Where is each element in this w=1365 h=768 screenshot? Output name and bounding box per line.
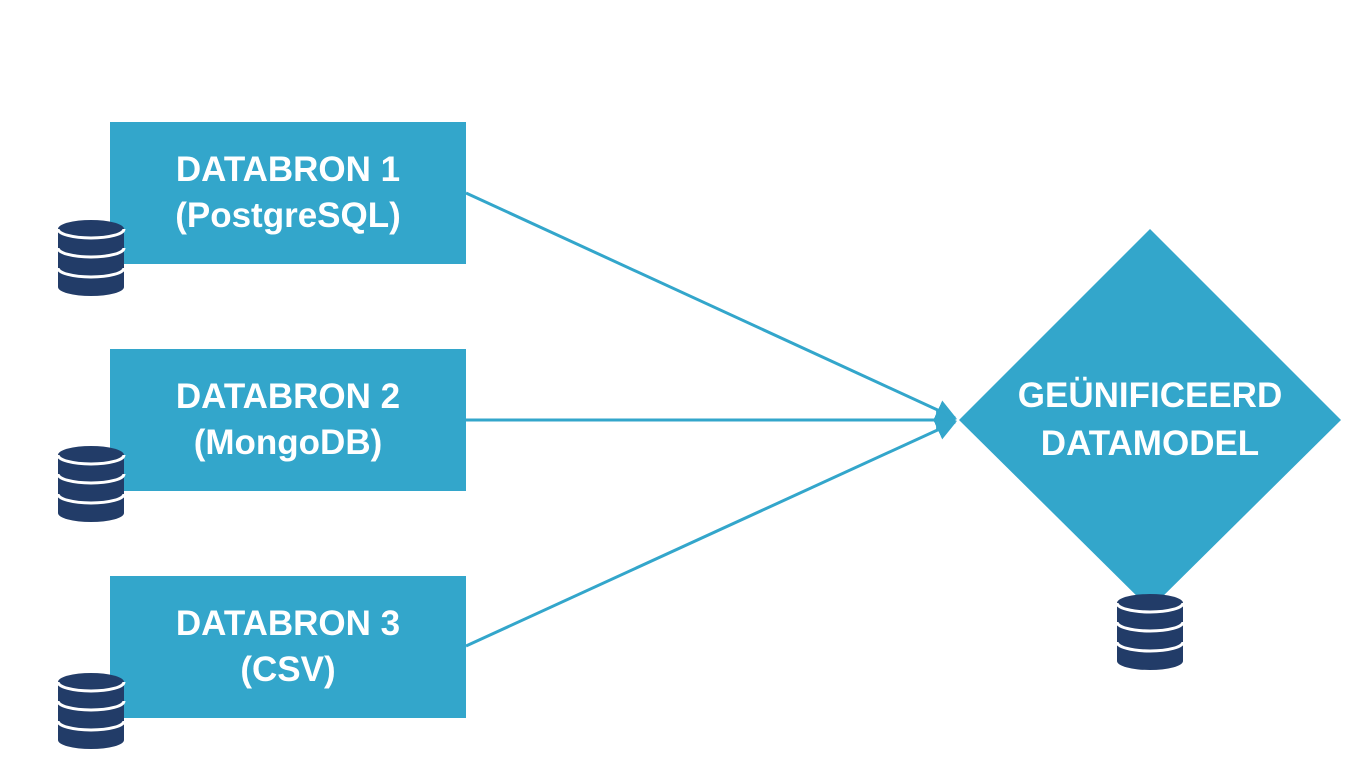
database-icon <box>56 220 126 296</box>
target-diamond <box>959 229 1341 609</box>
source-box-1: DATABRON 1 (PostgreSQL) <box>110 122 466 264</box>
target-title-line-1: GEÜNIFICEERD <box>1017 376 1283 415</box>
source-3-subtitle: (CSV) <box>240 650 336 689</box>
database-icon <box>56 446 126 522</box>
database-icon <box>1115 594 1185 670</box>
source-2-title: DATABRON 2 <box>175 377 401 416</box>
target-title-line-2: DATAMODEL <box>1040 424 1260 463</box>
arrow-source-1-to-target <box>465 191 957 420</box>
source-2-subtitle: (MongoDB) <box>193 423 383 462</box>
source-box-2: DATABRON 2 (MongoDB) <box>110 349 466 491</box>
arrow-source-3-to-target <box>465 420 957 648</box>
source-box-3: DATABRON 3 (CSV) <box>110 576 466 718</box>
target-label: GEÜNIFICEERD DATAMODEL <box>960 372 1340 468</box>
source-3-title: DATABRON 3 <box>175 604 401 643</box>
database-icon <box>56 673 126 749</box>
source-1-title: DATABRON 1 <box>175 150 401 189</box>
source-1-subtitle: (PostgreSQL) <box>175 196 401 235</box>
